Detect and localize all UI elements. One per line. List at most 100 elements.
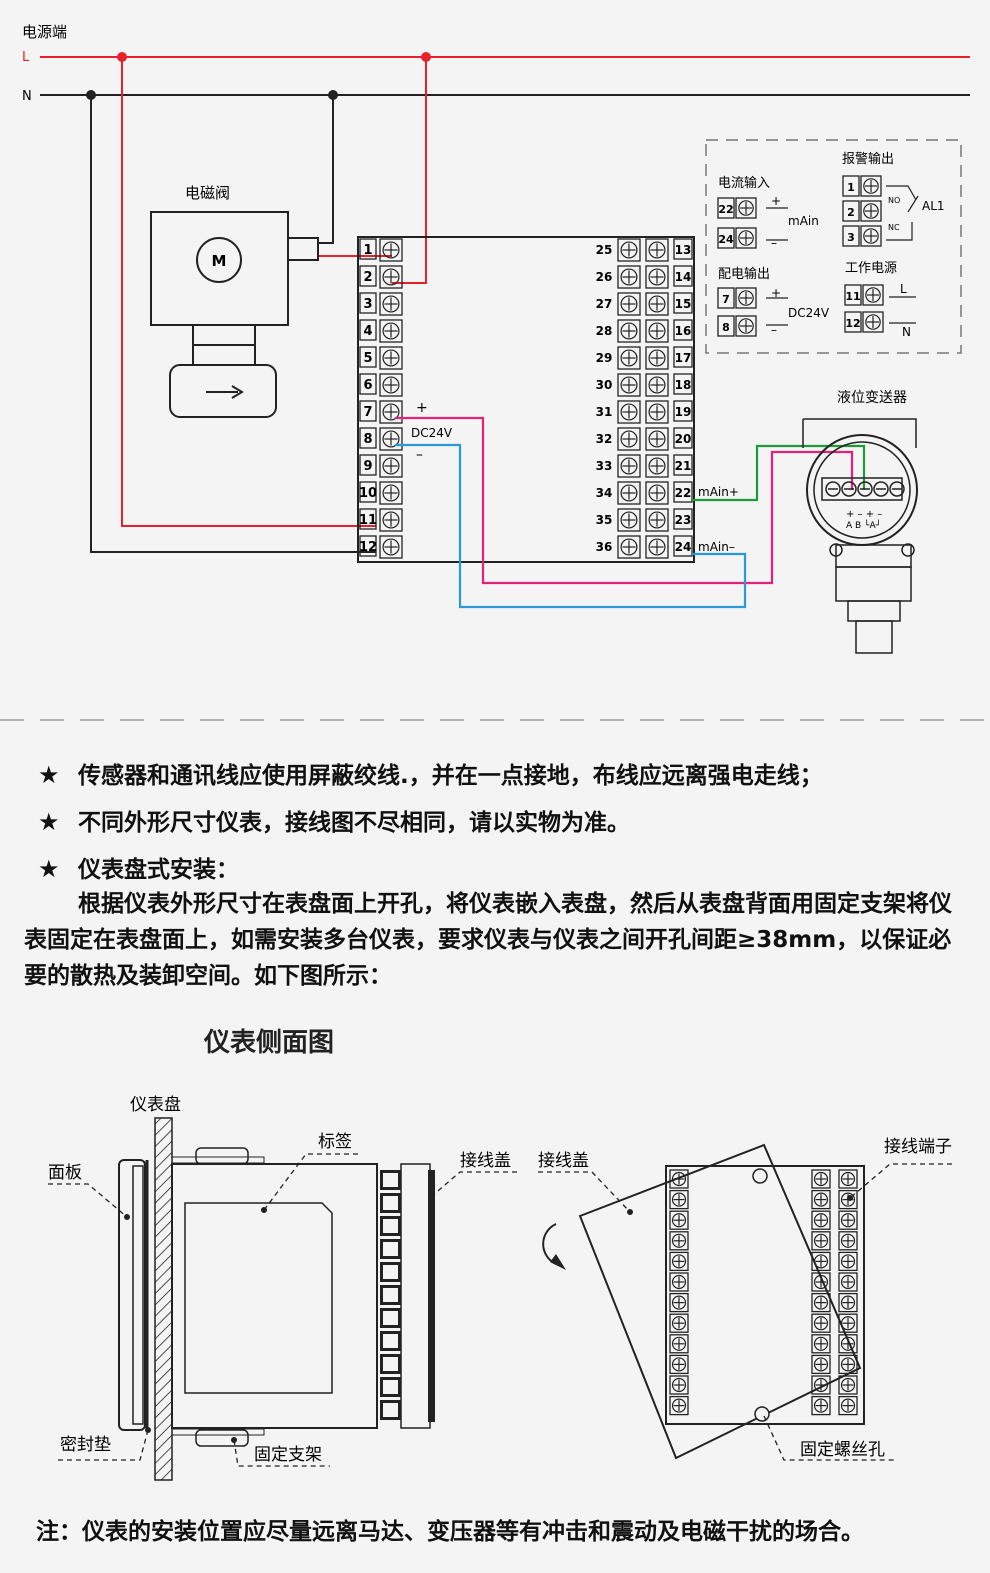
rear-terminal-slot: [383, 1311, 398, 1325]
terminal-screw-icon: [379, 292, 403, 316]
legend-content: 电流输入 报警输出 配电输出 工作电源 mAin AL1 NO NC DC24V…: [717, 151, 945, 339]
screw-hole-bottom: [754, 1406, 770, 1422]
transmitter-terminal-icon: [873, 481, 889, 497]
terminal-screw-icon: [645, 427, 669, 451]
terminal-number: 21: [675, 459, 692, 473]
terminal-screw-icon: [379, 400, 403, 424]
terminal-number: 13: [675, 243, 692, 257]
terminal-number: 35: [596, 513, 613, 527]
terminal-screw-icon: [617, 292, 641, 316]
terminal-number: 7: [363, 405, 372, 420]
wire-l-to-2: [392, 57, 427, 284]
legend-terminal-box: [844, 284, 862, 306]
install-paragraph: 根据仪表外形尺寸在表盘面上开孔，将仪表嵌入表盘，然后从表盘背面用固定支架将仪表固…: [24, 891, 952, 989]
motor-label: M: [212, 252, 227, 270]
transmitter-top: [802, 418, 917, 448]
legend-screw-icon: [735, 315, 757, 337]
terminal-box: [673, 508, 693, 530]
motor-icon: [196, 237, 242, 283]
main-minus-label: mAin–: [698, 540, 735, 554]
valve-neck: [192, 324, 256, 346]
terminal-screw-icon: [617, 346, 641, 370]
wire-n-to-valve: [318, 95, 334, 244]
terminal-screw-icon: [617, 535, 641, 559]
legend-terminal-box: [842, 200, 860, 222]
line-n-label: N: [22, 89, 32, 104]
terminal-box: [673, 535, 693, 557]
bracket-leader-dot: [231, 1437, 237, 1443]
terminal-number: 20: [675, 432, 692, 446]
terminal-number: 1: [363, 243, 372, 258]
rear-view-screw-icon: [669, 1231, 689, 1251]
face-bezel-inner: [132, 1165, 144, 1425]
legend-terminal-number: 2: [847, 206, 855, 219]
terminal-number: 4: [363, 324, 372, 339]
legend-screw-icon: [735, 197, 757, 219]
terminal-screw-icon: [645, 400, 669, 424]
terminal-number: 11: [359, 513, 377, 528]
footnote: 注：仪表的安装位置应尽量远离马达、变压器等有冲击和震动及电磁干扰的场合。: [36, 1519, 864, 1545]
notes-list: ★ 传感器和通讯线应使用屏蔽绞线.，并在一点接地，布线应远离强电走线； ★ 不同…: [38, 752, 973, 893]
dc24v-plus: +: [416, 400, 428, 416]
legend-box: [705, 139, 962, 354]
legend-terminal-box: [844, 311, 862, 333]
legend-leads: [766, 207, 916, 326]
terminal-screw-icon: [379, 481, 403, 505]
rear-view-screw-icon: [838, 1292, 858, 1313]
legend-l-label: L: [900, 282, 907, 296]
terminal-box: [359, 454, 377, 476]
rear-view-screw-icon: [669, 1251, 689, 1272]
legend-terminal-box: [842, 225, 860, 247]
terminal-screw-icon: [645, 481, 669, 505]
terminal-box: [359, 427, 377, 449]
terminal-number: 32: [596, 432, 613, 446]
terminal-number: 14: [675, 270, 692, 284]
label-area: [184, 1202, 333, 1394]
rear-terminal-slot: [383, 1173, 398, 1187]
transmitter-terminal-icon: [857, 481, 873, 497]
legend-work-power-title: 工作电源: [845, 261, 897, 276]
terminal-box: [359, 238, 377, 260]
dc24v-minus: –: [416, 447, 423, 463]
terminal-number: 27: [596, 297, 613, 311]
terminal-number: 2: [363, 270, 372, 285]
wire-8-to-24: [395, 443, 747, 609]
terminal-number: 25: [596, 243, 613, 257]
note-item-2: ★ 不同外形尺寸仪表，接线图不尽相同，请以实物为准。: [38, 799, 973, 846]
section-divider: [0, 719, 990, 721]
terminal-screw-icon: [645, 508, 669, 532]
transmitter-ab: A B └A┘: [846, 519, 881, 531]
terminal-screw-icon: [645, 454, 669, 478]
legend-terminal-number: 22: [718, 203, 733, 216]
terminal-box: [359, 373, 377, 395]
terminal-screw-icon: [645, 346, 669, 370]
rear-view-screw-icon: [811, 1313, 831, 1333]
legend-current-title: 电流输入: [718, 175, 770, 191]
face-leader: [48, 1183, 128, 1218]
legend-n-label: N: [902, 325, 911, 339]
legend-terminal-number: 24: [718, 233, 734, 246]
rear-view-screw-icon: [838, 1313, 858, 1333]
transmitter-gland-right: [901, 543, 915, 557]
terminal-box: [359, 346, 377, 368]
rear-view-screw-icon: [669, 1169, 689, 1189]
rear-view-outline: [665, 1165, 865, 1425]
rear-view-screw-icon: [669, 1210, 689, 1230]
rear-view-screw-icon: [669, 1272, 689, 1292]
terminal-screw-icon: [617, 427, 641, 451]
terminal-number: 33: [596, 459, 613, 473]
terminal-screw-icon: [617, 400, 641, 424]
transmitter-housing-inner: [813, 441, 911, 539]
terminal-box: [673, 238, 693, 260]
terminal-screw-icon: [617, 454, 641, 478]
terminal-screw-icon: [379, 265, 403, 289]
terminal-screw-icon: [379, 508, 403, 532]
tag-label: 标签: [318, 1132, 352, 1152]
legend-alarm-title: 报警输出: [842, 151, 894, 167]
terminal-number: 17: [675, 351, 692, 365]
rear-view-screw-icon: [811, 1292, 831, 1313]
panel-label: 仪表盘: [130, 1095, 181, 1115]
legend-screw-icon: [735, 227, 757, 249]
rear-terminal-slot: [383, 1380, 398, 1394]
rear-terminal-slot: [383, 1196, 398, 1210]
